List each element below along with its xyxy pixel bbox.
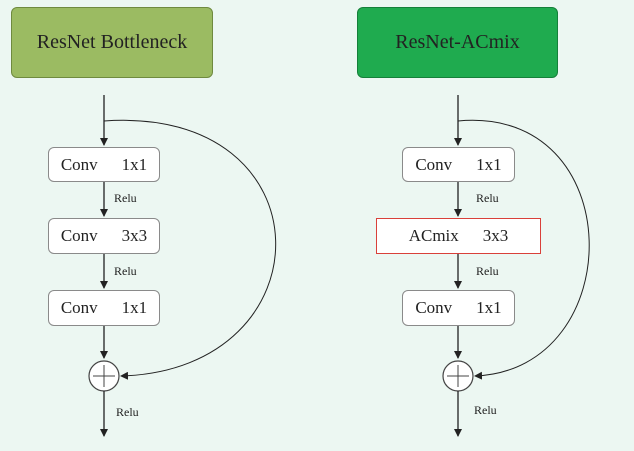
- right-layer-2-acmix: ACmix 3x3: [376, 218, 541, 254]
- right-layer-3: Conv 1x1: [402, 290, 515, 326]
- layer-kernel: 3x3: [121, 226, 148, 245]
- right-add-icon: [442, 360, 474, 392]
- left-flow: [88, 95, 277, 437]
- layer-kernel: 1x1: [121, 298, 148, 317]
- left-skip-connection: [103, 119, 277, 380]
- right-title: ResNet-ACmix: [395, 31, 520, 53]
- layer-op: Conv: [60, 298, 98, 317]
- left-title-box: ResNet Bottleneck: [11, 7, 213, 78]
- left-add-icon: [88, 360, 120, 392]
- right-activation-2: Relu: [476, 264, 499, 278]
- left-activation-2: Relu: [114, 264, 137, 278]
- layer-op: Conv: [415, 298, 453, 317]
- layer-kernel: 1x1: [121, 154, 148, 174]
- layer-kernel: 1x1: [476, 298, 502, 317]
- left-layer-2: Conv 3x3: [48, 218, 160, 254]
- layer-op: ACmix: [408, 226, 459, 245]
- left-title: ResNet Bottleneck: [36, 31, 188, 53]
- right-layer-1: Conv 1x1: [402, 147, 515, 182]
- left-activation-1: Relu: [114, 191, 137, 205]
- layer-kernel: 3x3: [482, 226, 509, 245]
- layer-op: Conv: [415, 154, 453, 174]
- layer-kernel: 1x1: [476, 154, 502, 174]
- left-layer-1: Conv 1x1: [48, 147, 160, 182]
- right-title-box: ResNet-ACmix: [357, 7, 558, 78]
- right-activation-3: Relu: [474, 403, 497, 417]
- layer-op: Conv: [60, 226, 98, 245]
- left-layer-3: Conv 1x1: [48, 290, 160, 326]
- layer-op: Conv: [60, 154, 98, 174]
- left-activation-3: Relu: [116, 405, 139, 419]
- right-flow: [442, 95, 590, 437]
- right-activation-1: Relu: [476, 191, 499, 205]
